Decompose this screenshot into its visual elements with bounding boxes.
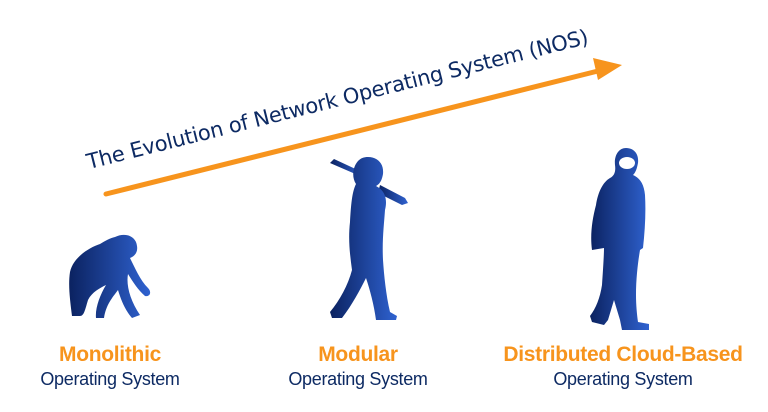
stage-subtitle: Operating System [553, 369, 693, 389]
stage-monolithic: Monolithic Operating System [10, 343, 210, 391]
stage-distributed-cloud-based: Distributed Cloud-Based Operating System [478, 343, 768, 391]
stage-name: Modular [318, 343, 398, 366]
ape-icon [69, 234, 151, 318]
progress-arrow [103, 58, 622, 197]
caveman-with-club-icon [330, 157, 408, 320]
masked-modern-man-icon [590, 148, 649, 330]
stage-name: Distributed Cloud-Based [503, 343, 743, 366]
face-mask-icon [619, 157, 635, 169]
arrow-head-icon [593, 58, 622, 80]
stage-subtitle: Operating System [288, 369, 428, 389]
stage-modular: Modular Operating System [258, 343, 458, 391]
stage-name: Monolithic [59, 343, 161, 366]
stage-subtitle: Operating System [40, 369, 180, 389]
